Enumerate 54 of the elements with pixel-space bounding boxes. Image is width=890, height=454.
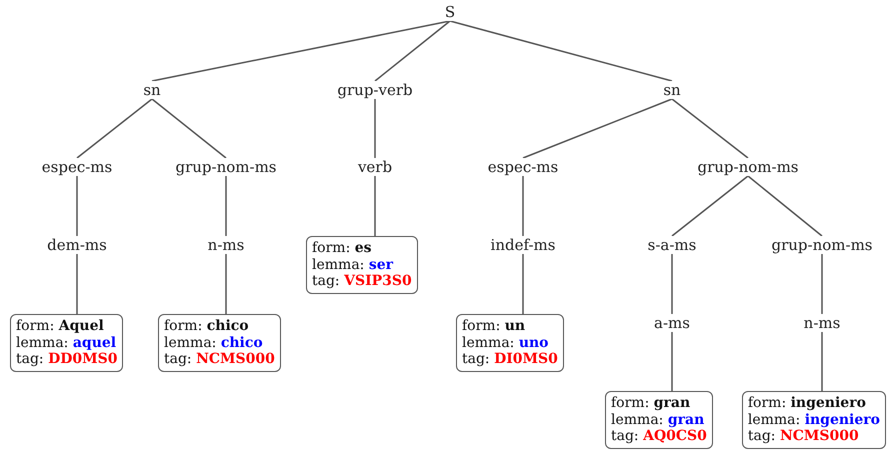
tree-branch [225,176,227,236]
token-attribute: form: Aquel [16,318,105,335]
token-attribute: tag: VSIP3S0 [312,273,412,290]
tree-branch [672,98,748,159]
token-box [158,314,281,372]
tree-node-label: espec-ms [40,158,114,176]
token-attribute: tag: NCMS000 [164,351,275,368]
tree-branch [522,98,672,159]
tree-branch [671,254,673,314]
tree-node-label: S [444,3,456,21]
token-attribute: form: un [462,318,526,335]
tree-branch [152,98,226,159]
token-attribute: tag: NCMS000 [748,428,860,445]
token-attribute: form: gran [611,395,692,412]
token-attribute: lemma: gran [611,412,706,428]
token-box [456,314,564,372]
tree-node-label: espec-ms [486,158,560,176]
token-box [10,314,124,372]
tree-branch [748,175,822,237]
token-attribute: form: chico [164,318,250,335]
tree-branch [76,98,152,159]
tree-branch [76,176,78,236]
token-attribute: lemma: chico [164,334,264,352]
tree-node-label: sn [662,81,682,99]
tree-node-label: grup-verb [336,81,414,99]
tree-branch [821,254,823,314]
tree-branch [76,254,78,314]
token-box [605,391,713,449]
tree-branch [152,20,450,82]
token-attribute: lemma: aquel [16,334,118,352]
token-attribute: tag: AQ0CS0 [611,428,707,445]
token-box [306,236,418,294]
tree-node-label: grup-nom-ms [696,158,800,176]
token-attribute: form: ingeniero [748,395,867,412]
tree-node-label: grup-nom-ms [770,236,874,254]
token-attribute: lemma: ser [312,256,394,274]
tree-node-label: grup-nom-ms [174,158,278,176]
token-attribute: form: es [312,240,373,257]
tree-branch [374,99,376,158]
tree-branch [821,332,823,391]
token-box [742,391,886,449]
tree-branch [450,20,672,82]
token-attribute: tag: DI0MS0 [462,351,558,368]
tree-branch [374,20,450,82]
tree-branch [374,176,376,236]
tree-branch [671,332,673,391]
token-attribute: lemma: ingeniero [748,412,880,428]
token-attribute: lemma: uno [462,334,550,352]
tree-node-label: sn [142,81,162,99]
token-attribute: tag: DD0MS0 [16,351,118,368]
tree-branch [225,254,227,314]
tree-branch [522,176,524,236]
tree-branch [672,175,748,237]
tree-branch [522,254,524,314]
